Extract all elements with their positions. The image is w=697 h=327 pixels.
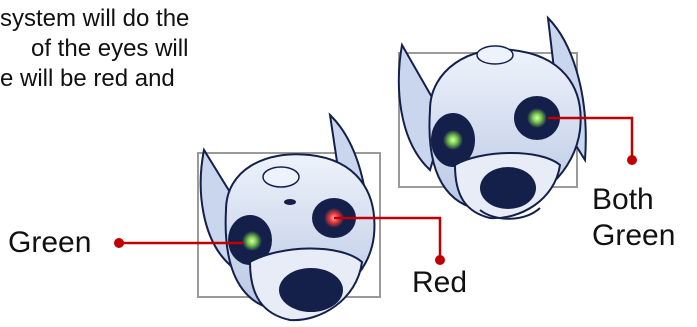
callout-dot-red — [435, 255, 445, 265]
callout-dot-both — [627, 155, 637, 165]
label-red: Red — [412, 266, 468, 299]
nose-left — [279, 268, 343, 312]
head-top-left — [262, 166, 300, 188]
text-line-1: system will do the — [0, 5, 190, 32]
label-both-line1: Both — [592, 183, 654, 216]
text-line-2: of the eyes will — [31, 35, 189, 62]
head-slot-left — [284, 199, 296, 205]
head-top-right — [476, 45, 514, 65]
label-both-line2: Green — [592, 219, 676, 252]
label-green: Green — [8, 226, 92, 259]
eye-right-green-right-robot — [527, 108, 547, 128]
robot-right — [397, 15, 587, 220]
nose-right — [480, 167, 536, 209]
text-line-3: e will be red and — [0, 65, 175, 92]
robot-left — [197, 112, 381, 322]
neck-right — [479, 207, 541, 220]
callout-line-both — [548, 116, 634, 158]
callout-line-red — [334, 216, 442, 258]
eye-left-green-right-robot — [443, 130, 463, 150]
eye-green-left-robot — [242, 231, 262, 251]
callout-dot-green — [114, 238, 124, 248]
